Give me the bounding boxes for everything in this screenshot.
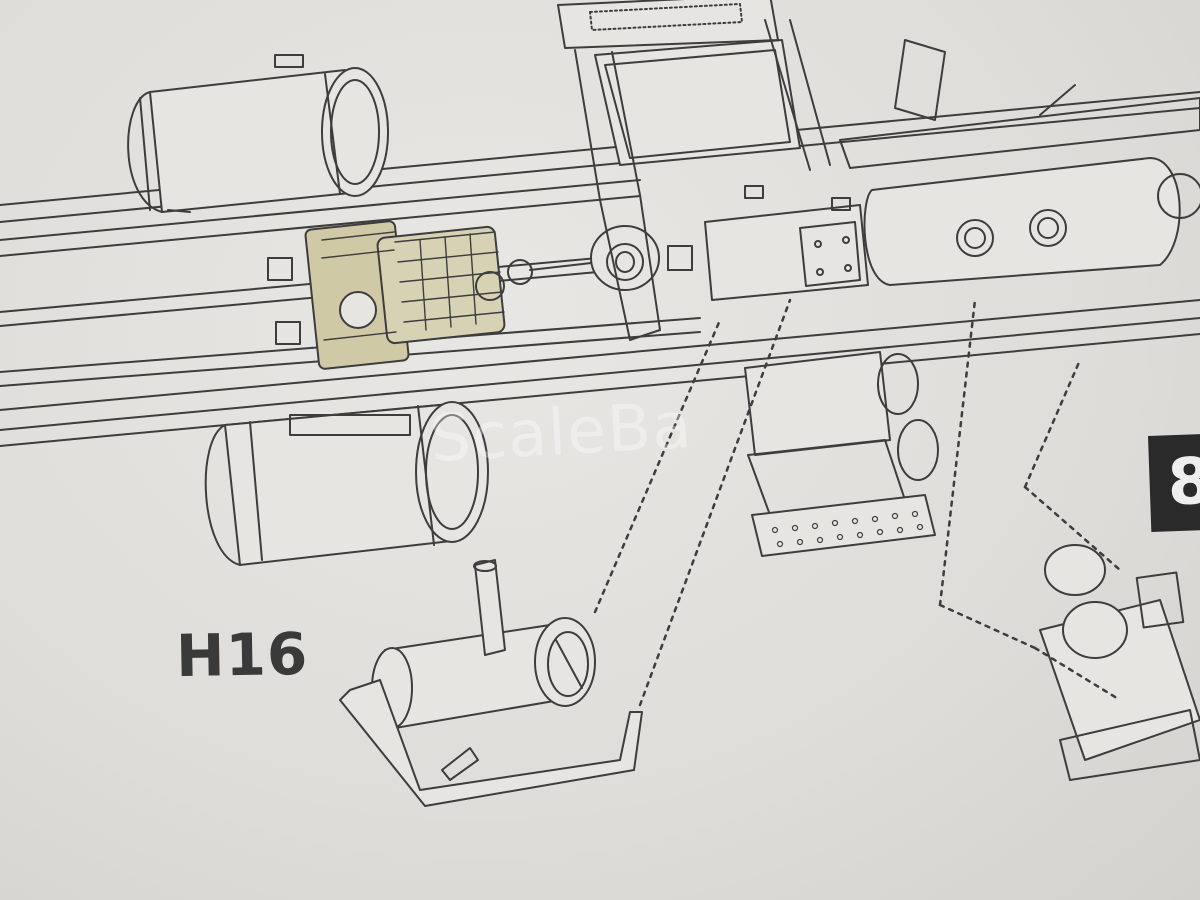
lower-fuel-tank — [204, 401, 489, 566]
part-h16-muffler — [339, 559, 643, 807]
transmission-assembly — [267, 220, 601, 370]
coupling-ring — [590, 225, 693, 291]
step-number-badge: 8 — [1148, 432, 1200, 532]
battery-box — [744, 351, 939, 557]
cab-frame — [557, 0, 831, 341]
part-bracket-assembly — [1039, 544, 1200, 781]
engine-block — [704, 39, 1200, 301]
part-label-h16: H16 — [175, 619, 309, 691]
upper-fuel-tank — [127, 54, 389, 213]
assembly-leader-lines — [593, 298, 1122, 707]
